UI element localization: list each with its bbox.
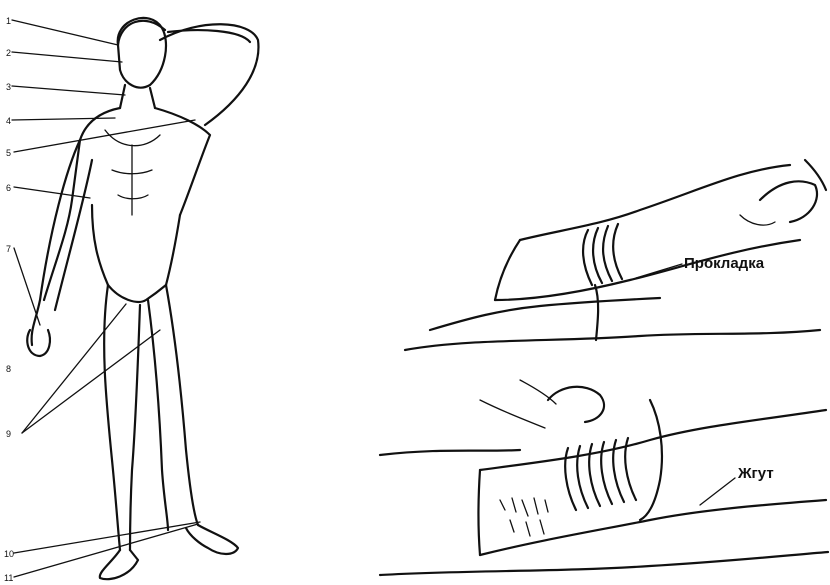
point-label-10: 10 [4,549,14,559]
point-label-9: 9 [6,429,11,439]
point-label-1: 1 [6,16,11,26]
wound-shading [500,498,548,536]
point-label-7: 7 [6,244,11,254]
point-numbers: 1 2 3 4 5 6 7 8 9 10 11 [4,16,14,583]
point-label-5: 5 [6,148,11,158]
tourniquet-label: Жгут [737,465,774,482]
point-label-8: 8 [6,364,11,374]
point-label-4: 4 [6,116,11,126]
pad-label: Прокладка [684,255,765,272]
point-label-11: 11 [4,573,13,583]
human-figure [27,18,258,579]
point-label-2: 2 [6,48,11,58]
point-label-3: 3 [6,82,11,92]
tourniquet-on-leg: Жгут [380,380,828,575]
point-label-6: 6 [6,183,11,193]
pad-illustration: Прокладка [405,160,826,350]
